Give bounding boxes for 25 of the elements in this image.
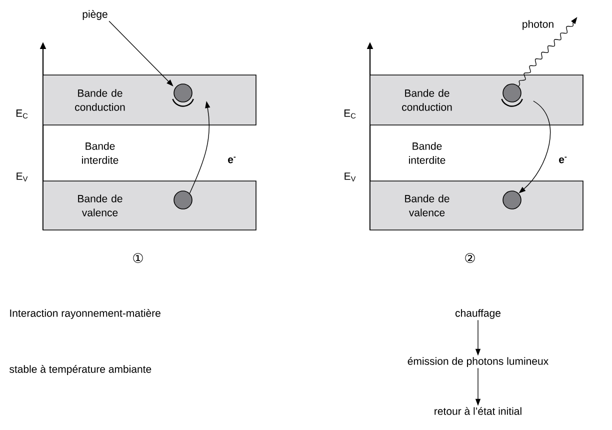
text-label: stable à température ambiante: [10, 365, 152, 375]
energy-level-label: E$_{C}$: [344, 110, 356, 118]
electron-circle: [174, 190, 192, 210]
panel-number: ②: [465, 253, 475, 263]
text-label: retour à l’état initial: [434, 407, 522, 415]
panel-number: ①: [133, 253, 143, 263]
text-label: Bande interdite: [82, 142, 118, 164]
electron-circle: [174, 84, 192, 102]
electron-circle: [502, 190, 522, 210]
text-label: photon: [522, 20, 554, 30]
text-label: Interaction rayonnement-matière: [10, 309, 160, 319]
edge-label: e$^{-}$: [226, 156, 238, 164]
band-box: Bande de conduction: [42, 74, 256, 126]
band-box: Bande de conduction: [370, 74, 584, 126]
edge-label: e$^{-}$: [558, 156, 568, 164]
text-label: Bande interdite: [409, 142, 446, 164]
energy-level-label: E$_{V}$: [16, 172, 28, 182]
band-box: Bande de valence: [370, 180, 584, 230]
text-label: piège: [82, 10, 108, 20]
band-box: Bande de valence: [42, 180, 256, 230]
energy-level-label: E$_{C}$: [16, 110, 28, 118]
electron-circle: [502, 84, 522, 102]
text-label: émission de photons lumineux: [408, 357, 548, 367]
text-label: chauffage: [455, 309, 500, 319]
energy-level-label: E$_{V}$: [344, 172, 356, 182]
